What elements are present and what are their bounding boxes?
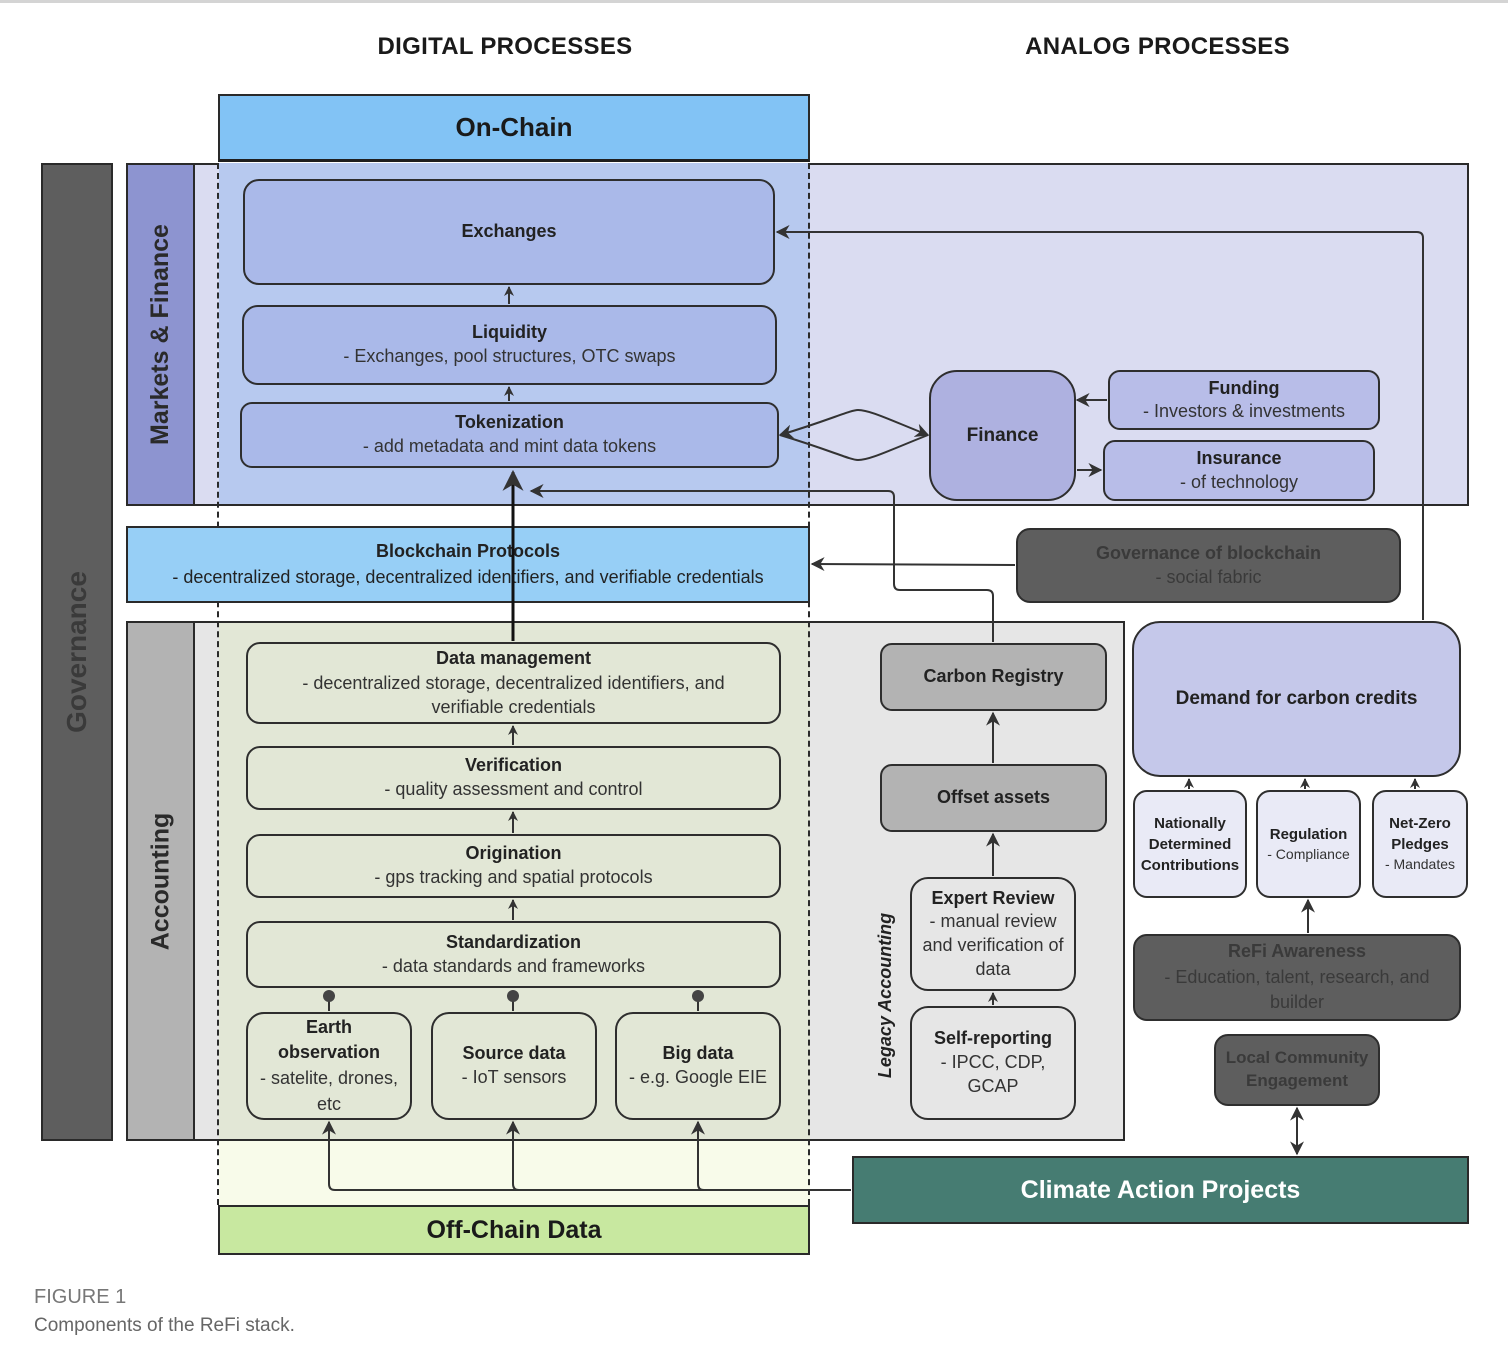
origination-sub: - gps tracking and spatial protocols (374, 867, 653, 887)
funding-title: Funding (1208, 377, 1280, 398)
big-data-sub: - e.g. Google EIE (628, 1067, 768, 1087)
demand-title: Demand for carbon credits (1175, 688, 1418, 710)
legacy-accounting-label: Legacy Accounting (875, 912, 896, 1078)
liquidity-title: Liquidity (472, 322, 547, 343)
on-chain-label: On-Chain (455, 112, 573, 142)
self-reporting-box[interactable]: Self-reporting - IPCC, CDP, GCAP (910, 1006, 1076, 1120)
verification-sub: - quality assessment and control (384, 779, 643, 799)
regulation-box[interactable]: Regulation - Compliance (1256, 790, 1361, 898)
standardization-sub: - data standards and frameworks (381, 955, 646, 976)
markets-finance-label-bar: Markets & Finance (126, 163, 195, 506)
insurance-title: Insurance (1196, 448, 1282, 469)
earth-observation-box[interactable]: Earth observation - satelite, drones, et… (246, 1012, 412, 1120)
offset-assets-box[interactable]: Offset assets (880, 764, 1107, 832)
origination-title: Origination (465, 843, 562, 864)
demand-for-carbon-credits-box[interactable]: Demand for carbon credits (1132, 621, 1461, 777)
off-chain-label: Off-Chain Data (426, 1215, 602, 1244)
top-rule (0, 0, 1508, 3)
tokenization-title: Tokenization (455, 412, 564, 433)
self-reporting-title: Self-reporting (933, 1028, 1052, 1049)
exchanges-title: Exchanges (461, 221, 557, 242)
digital-zone-left-boundary (217, 163, 219, 1205)
off-chain-zone (219, 1141, 810, 1205)
source-data-title: Source data (462, 1043, 566, 1064)
standardization-box[interactable]: Standardization - data standards and fra… (246, 921, 781, 988)
tokenization-sub: - add metadata and mint data tokens (362, 436, 657, 456)
finance-title: Finance (966, 424, 1039, 446)
analog-processes-heading: ANALOG PROCESSES (1025, 33, 1290, 60)
exchanges-box[interactable]: Exchanges (243, 179, 775, 285)
accounting-label-bar: Accounting (126, 621, 195, 1141)
data-management-box[interactable]: Data management - decentralized storage,… (246, 642, 781, 724)
finance-box[interactable]: Finance (929, 370, 1076, 501)
governance-of-blockchain-box[interactable]: Governance of blockchain - social fabric (1016, 528, 1401, 603)
governance-blockchain-sub: - social fabric (1155, 566, 1262, 587)
earth-observation-sub: - satelite, drones, etc (259, 1068, 399, 1114)
digital-processes-heading: DIGITAL PROCESSES (377, 33, 633, 60)
net-zero-sub: - Mandates (1384, 856, 1456, 873)
carbon-registry-title: Carbon Registry (923, 666, 1064, 687)
arrow-governance-to-protocols (810, 557, 1016, 572)
digital-zone-right-boundary (808, 163, 810, 1205)
governance-blockchain-title: Governance of blockchain (1095, 542, 1322, 563)
figure-caption: Components of the ReFi stack. (34, 1315, 295, 1336)
blockchain-protocols-sub: - decentralized storage, decentralized i… (172, 566, 764, 587)
local-community-title: Local Community Engagement (1225, 1048, 1369, 1090)
earth-observation-title: Earth observation (277, 1016, 381, 1063)
big-data-box[interactable]: Big data - e.g. Google EIE (615, 1012, 781, 1120)
expert-review-box[interactable]: Expert Review - manual review and verifi… (910, 877, 1076, 991)
offset-assets-title: Offset assets (936, 787, 1051, 808)
big-data-title: Big data (662, 1043, 734, 1064)
local-community-box[interactable]: Local Community Engagement (1214, 1034, 1380, 1106)
expert-review-sub: - manual review and verification of data (922, 911, 1064, 979)
net-zero-title: Net-Zero Pledges (1389, 815, 1451, 854)
markets-finance-label: Markets & Finance (146, 224, 175, 445)
insurance-box[interactable]: Insurance - of technology (1103, 440, 1375, 501)
regulation-sub: - Compliance (1267, 845, 1350, 862)
liquidity-box[interactable]: Liquidity - Exchanges, pool structures, … (242, 305, 777, 385)
expert-review-title: Expert Review (931, 887, 1055, 908)
legacy-accounting-label-wrap: Legacy Accounting (866, 905, 906, 1085)
accounting-label: Accounting (146, 812, 174, 950)
blockchain-protocols-title: Blockchain Protocols (375, 541, 561, 562)
figure-number: FIGURE 1 (34, 1286, 127, 1308)
verification-title: Verification (464, 755, 563, 776)
climate-action-projects-box[interactable]: Climate Action Projects (852, 1156, 1469, 1224)
carbon-registry-box[interactable]: Carbon Registry (880, 643, 1107, 711)
governance-bar: Governance (41, 163, 113, 1141)
insurance-sub: - of technology (1179, 471, 1299, 492)
refi-awareness-box[interactable]: ReFi Awareness - Education, talent, rese… (1133, 934, 1461, 1021)
self-reporting-sub: - IPCC, CDP, GCAP (940, 1052, 1046, 1096)
blockchain-protocols-box[interactable]: Blockchain Protocols - decentralized sto… (126, 526, 810, 603)
data-management-title: Data management (435, 647, 592, 668)
origination-box[interactable]: Origination - gps tracking and spatial p… (246, 834, 781, 898)
off-chain-data-box: Off-Chain Data (218, 1205, 810, 1255)
funding-sub: - Investors & investments (1142, 401, 1346, 421)
data-management-sub: - decentralized storage, decentralized i… (302, 672, 725, 718)
funding-box[interactable]: Funding - Investors & investments (1108, 370, 1380, 430)
standardization-title: Standardization (445, 931, 581, 952)
on-chain-header: On-Chain (218, 94, 810, 162)
net-zero-box[interactable]: Net-Zero Pledges - Mandates (1372, 790, 1468, 898)
climate-action-label: Climate Action Projects (1020, 1175, 1301, 1204)
refi-awareness-title: ReFi Awareness (1227, 941, 1367, 962)
liquidity-sub: - Exchanges, pool structures, OTC swaps (343, 346, 676, 366)
ndc-box[interactable]: Nationally Determined Contributions (1133, 790, 1247, 898)
regulation-title: Regulation (1269, 825, 1348, 843)
tokenization-box[interactable]: Tokenization - add metadata and mint dat… (240, 402, 779, 468)
source-data-box[interactable]: Source data - IoT sensors (431, 1012, 597, 1120)
verification-box[interactable]: Verification - quality assessment and co… (246, 746, 781, 810)
refi-awareness-sub: - Education, talent, research, and build… (1164, 966, 1430, 1013)
source-data-sub: - IoT sensors (461, 1067, 567, 1087)
governance-label: Governance (61, 571, 93, 733)
ndc-title: Nationally Determined Contributions (1140, 814, 1240, 874)
